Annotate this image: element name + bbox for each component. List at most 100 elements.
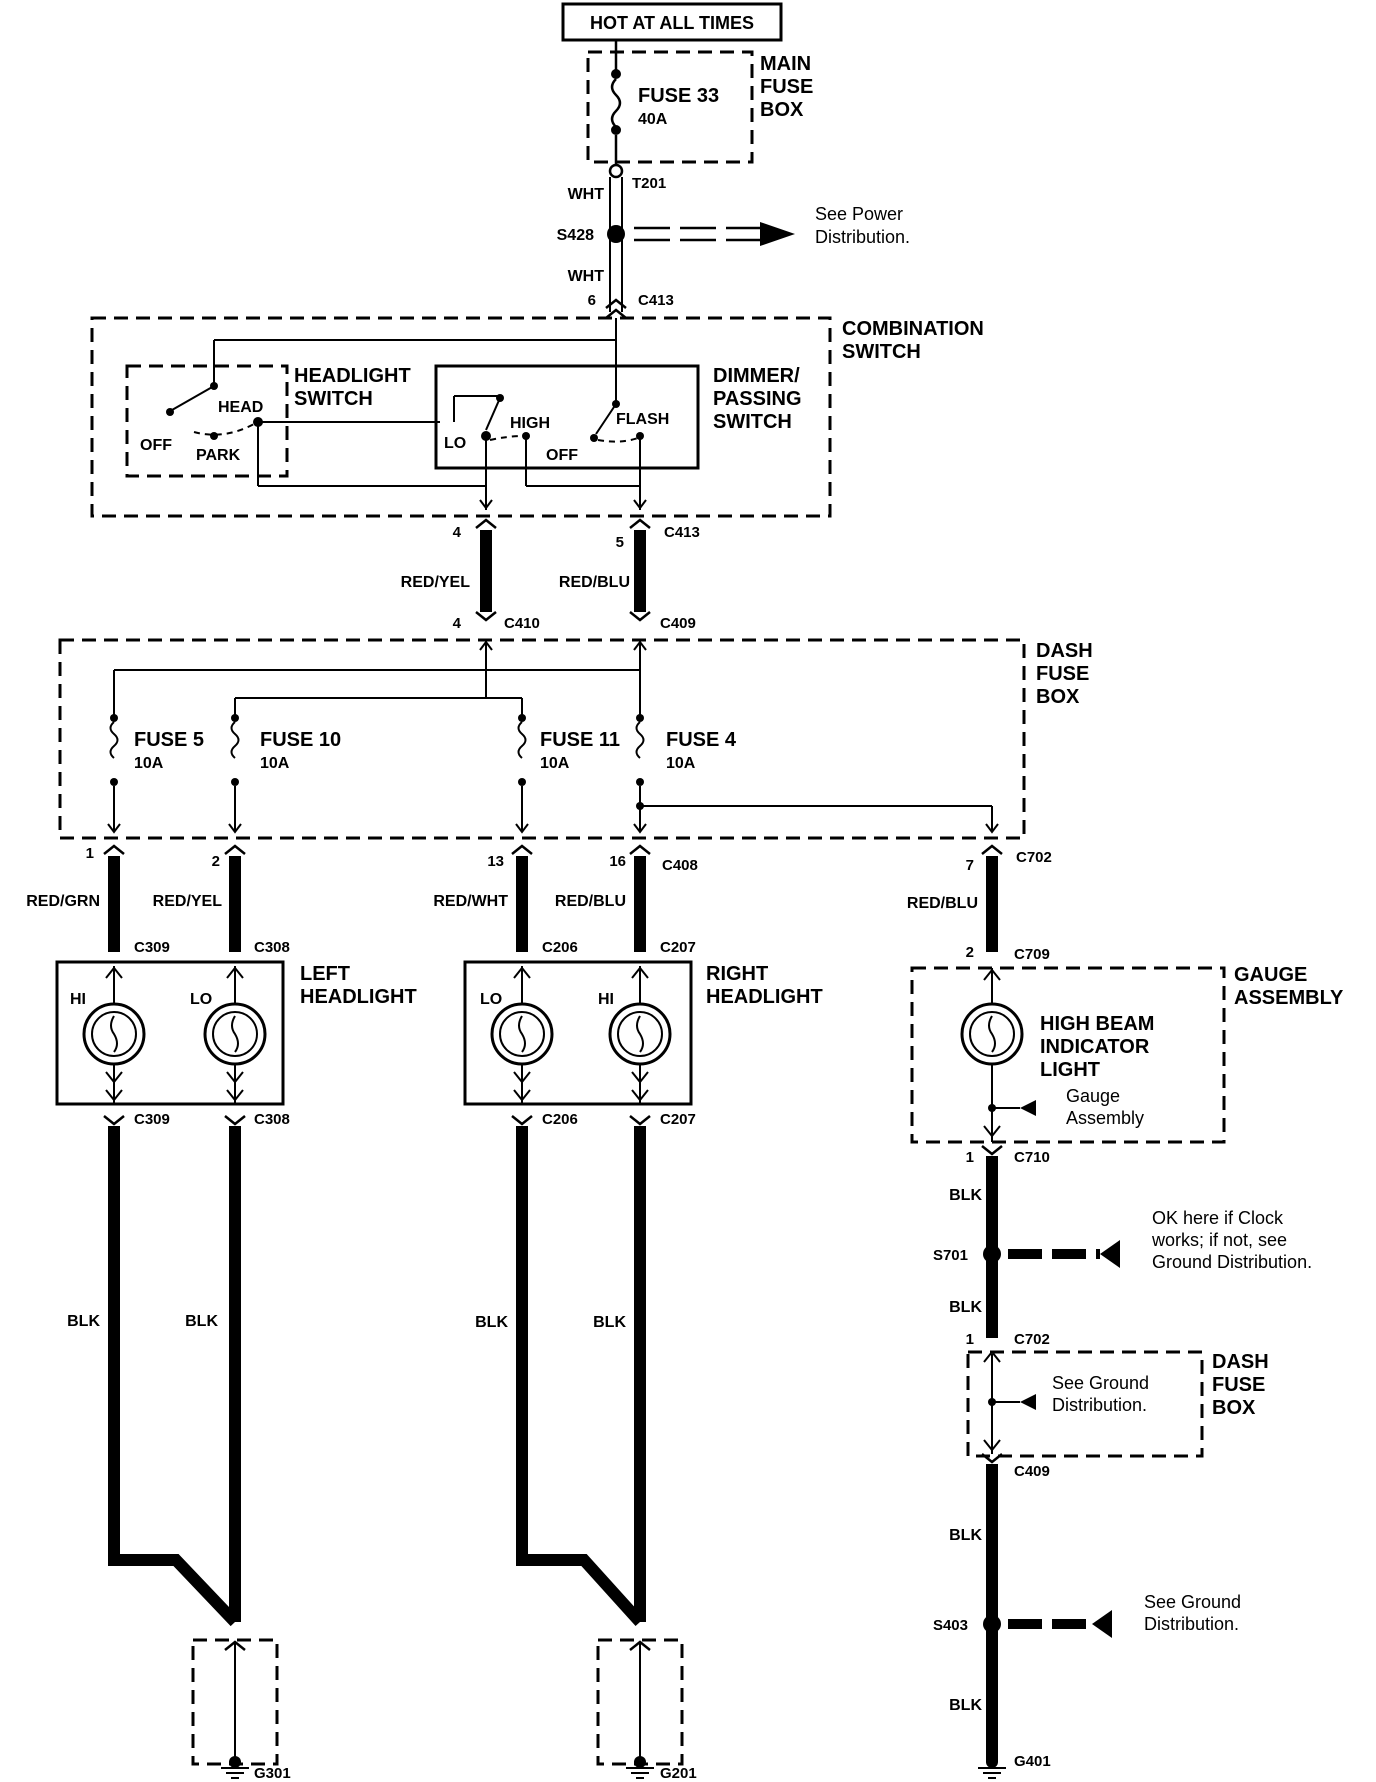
svg-text:FLASH: FLASH: [616, 411, 669, 428]
svg-text:BOX: BOX: [1036, 686, 1080, 708]
svg-text:works; if not, see: works; if not, see: [1151, 1230, 1287, 1250]
svg-text:C309: C309: [134, 939, 170, 956]
svg-text:C413: C413: [638, 292, 674, 309]
svg-text:C408: C408: [662, 857, 698, 874]
svg-text:G301: G301: [254, 1765, 291, 1782]
svg-text:WHT: WHT: [568, 268, 605, 285]
svg-text:LEFT: LEFT: [300, 963, 350, 985]
arrow-right-icon: [760, 222, 795, 246]
svg-text:C702: C702: [1014, 1331, 1050, 1348]
svg-text:BOX: BOX: [760, 99, 804, 121]
svg-text:BLK: BLK: [185, 1313, 218, 1330]
left-headlight: C309 C308 LEFT HEADLIGHT HI LO C309 C308: [55, 939, 417, 1128]
svg-text:ASSEMBLY: ASSEMBLY: [1234, 987, 1344, 1009]
svg-text:OK here if Clock: OK here if Clock: [1152, 1208, 1284, 1228]
svg-text:BLK: BLK: [949, 1187, 982, 1204]
svg-text:40A: 40A: [638, 111, 668, 128]
svg-text:BLK: BLK: [593, 1314, 626, 1331]
svg-text:COMBINATION: COMBINATION: [842, 318, 984, 340]
svg-text:Distribution.: Distribution.: [1144, 1614, 1239, 1634]
svg-text:HIGH: HIGH: [510, 415, 550, 432]
svg-text:C309: C309: [134, 1111, 170, 1128]
svg-text:FUSE: FUSE: [1212, 1374, 1265, 1396]
svg-text:C409: C409: [660, 615, 696, 632]
svg-text:MAIN: MAIN: [760, 53, 811, 75]
headlight-ground-wires: BLK BLK BLK BLK G301 G201: [67, 1115, 697, 1782]
svg-text:G201: G201: [660, 1765, 697, 1782]
svg-text:HEADLIGHT: HEADLIGHT: [294, 365, 411, 387]
svg-text:WHT: WHT: [568, 186, 605, 203]
switch-output-wires: 4 5 C413 RED/YEL RED/BLU 4 C410 C409: [401, 518, 700, 632]
svg-text:Assembly: Assembly: [1066, 1108, 1144, 1128]
svg-text:C207: C207: [660, 939, 696, 956]
svg-text:C413: C413: [664, 524, 700, 541]
svg-text:DIMMER/: DIMMER/: [713, 365, 800, 387]
svg-text:S403: S403: [933, 1617, 968, 1634]
svg-text:C206: C206: [542, 1111, 578, 1128]
arrow-left-icon: [1100, 1240, 1120, 1268]
svg-text:2: 2: [212, 853, 220, 870]
combination-switch: COMBINATION SWITCH HEADLIGHT SWITCH HEAD…: [90, 316, 984, 518]
svg-text:C710: C710: [1014, 1149, 1050, 1166]
fuse-5: FUSE 5 10A: [107, 670, 204, 834]
svg-text:S701: S701: [933, 1247, 968, 1264]
svg-text:See Ground: See Ground: [1144, 1592, 1241, 1612]
svg-text:FUSE 5: FUSE 5: [134, 729, 204, 751]
svg-text:C206: C206: [542, 939, 578, 956]
svg-text:OFF: OFF: [546, 447, 578, 464]
svg-text:FUSE 33: FUSE 33: [638, 85, 719, 107]
svg-text:SWITCH: SWITCH: [842, 341, 921, 363]
svg-text:FUSE 10: FUSE 10: [260, 729, 341, 751]
svg-text:Gauge: Gauge: [1066, 1086, 1120, 1106]
gauge-ground-path: BLK S701 OK here if Clock works; if not,…: [933, 1156, 1312, 1779]
svg-text:4: 4: [453, 524, 462, 541]
arrow-left-icon: [1092, 1610, 1112, 1638]
svg-text:T201: T201: [632, 175, 666, 192]
svg-text:Distribution.: Distribution.: [1052, 1395, 1147, 1415]
svg-text:LIGHT: LIGHT: [1040, 1059, 1100, 1081]
main-fuse-box: FUSE 33 40A MAIN FUSE BOX: [586, 40, 813, 165]
svg-text:HEADLIGHT: HEADLIGHT: [300, 986, 417, 1008]
svg-text:DASH: DASH: [1036, 640, 1093, 662]
svg-text:1: 1: [86, 845, 94, 862]
svg-text:G401: G401: [1014, 1753, 1051, 1770]
svg-text:HI: HI: [70, 991, 86, 1008]
fuse-33-symbol: [610, 78, 622, 128]
fuse-4: FUSE 4 10A: [633, 714, 999, 834]
svg-text:HEADLIGHT: HEADLIGHT: [706, 986, 823, 1008]
svg-text:INDICATOR: INDICATOR: [1040, 1036, 1150, 1058]
svg-text:LO: LO: [444, 435, 466, 452]
svg-text:HEAD: HEAD: [218, 399, 263, 416]
svg-text:PASSING: PASSING: [713, 388, 802, 410]
svg-text:7: 7: [966, 857, 974, 874]
svg-text:HI: HI: [598, 991, 614, 1008]
svg-text:10A: 10A: [134, 755, 164, 772]
g401-ground: G401: [978, 1753, 1051, 1779]
svg-text:BLK: BLK: [949, 1299, 982, 1316]
top-wire-section: WHT T201 S428 See Power Distribution. WH…: [557, 163, 910, 319]
fuse-10: FUSE 10 10A: [228, 698, 341, 834]
svg-text:FUSE 11: FUSE 11: [540, 729, 620, 751]
t201-terminal: [608, 163, 624, 179]
svg-text:C409: C409: [1014, 1463, 1050, 1480]
fuse-11: FUSE 11 10A: [515, 698, 620, 834]
svg-text:LO: LO: [190, 991, 212, 1008]
svg-text:4: 4: [453, 615, 462, 632]
svg-text:BLK: BLK: [949, 1527, 982, 1544]
svg-text:FUSE 4: FUSE 4: [666, 729, 737, 751]
svg-text:See Power: See Power: [815, 204, 903, 224]
svg-text:6: 6: [588, 292, 596, 309]
svg-text:RED/YEL: RED/YEL: [153, 893, 223, 910]
ground-arrow-icon: [1020, 1394, 1036, 1410]
svg-text:10A: 10A: [666, 755, 696, 772]
svg-text:BLK: BLK: [949, 1697, 982, 1714]
dash-fuse-box: DASH FUSE BOX FUSE 5 10A FUSE 10 10A: [58, 638, 1093, 840]
svg-text:HIGH BEAM: HIGH BEAM: [1040, 1013, 1154, 1035]
svg-text:RED/GRN: RED/GRN: [26, 893, 100, 910]
ground-arrow-icon: [1020, 1100, 1036, 1116]
s428-splice: [607, 225, 625, 243]
s403-splice: [983, 1615, 1001, 1633]
svg-text:BLK: BLK: [475, 1314, 508, 1331]
right-headlight: C206 C207 RIGHT HEADLIGHT LO HI C206 C20…: [463, 939, 823, 1128]
